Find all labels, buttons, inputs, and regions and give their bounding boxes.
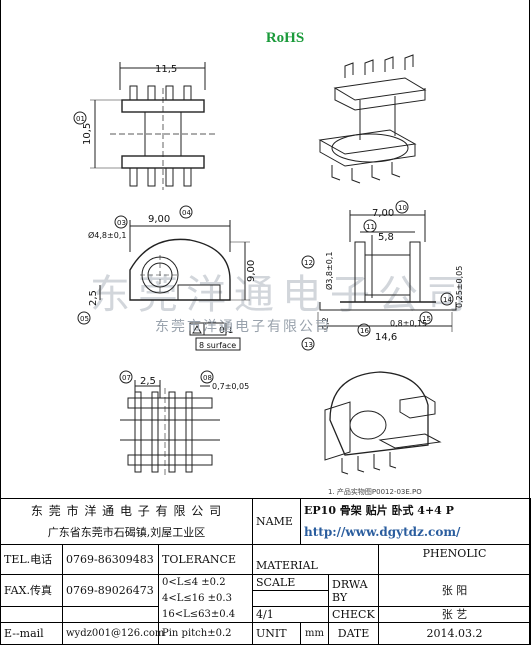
balloon-01: 01 <box>76 115 85 123</box>
checked-by-value: 张 艺 <box>378 606 531 623</box>
flatness-value: 0.1 <box>219 326 233 336</box>
dim-9-00b: 9,00 <box>246 260 257 282</box>
tolerance-row-4: Pin pitch±0.2 <box>157 622 254 645</box>
name-label: NAME <box>256 515 293 528</box>
product-name: EP10 骨架 贴片 卧式 4+4 P <box>304 504 454 517</box>
view-side-left <box>77 205 250 351</box>
balloon-11: 11 <box>366 223 375 231</box>
dim-0-8: 0,8±0,15 <box>390 319 427 328</box>
balloon-12: 12 <box>304 259 313 267</box>
website-link[interactable]: http://www.dgytdz.com/ <box>304 525 461 539</box>
title-block: 东 莞 市 洋 通 电 子 有 限 公 司 广东省东莞市石碣镇,刘屋工业区 NA… <box>0 498 531 645</box>
view-front-top <box>73 62 215 190</box>
dim-0-2: 0,2 <box>321 317 330 330</box>
blank-cell-a <box>0 606 63 623</box>
balloon-07: 07 <box>122 374 131 382</box>
scale-label: SCALE <box>252 574 330 591</box>
dim-0-25: 0,25±0,05 <box>455 266 464 308</box>
dim-14-6: 14,6 <box>375 332 397 343</box>
email-value[interactable]: wydz001@126.com <box>62 622 164 645</box>
blank-cell-b <box>62 606 159 623</box>
dim-0-7: 0,7±0,05 <box>212 382 249 391</box>
unit-label: UNIT <box>252 622 302 645</box>
tel-label: TEL.电话 <box>0 544 63 575</box>
balloon-05: 05 <box>80 315 89 323</box>
watermark-small: 东莞市洋通电子有限公司 <box>155 319 331 335</box>
drawn-by-label: DRWA BY <box>328 574 380 607</box>
scale-value: 4/1 <box>252 606 330 623</box>
balloon-10: 10 <box>398 204 407 212</box>
rohs-label: RoHS <box>265 30 305 46</box>
tolerance-row-2: 4<L≤16 ±0.3 <box>157 590 254 607</box>
check-label: CHECK <box>328 606 380 623</box>
balloon-03: 03 <box>117 219 126 227</box>
company-name: 东 莞 市 洋 通 电 子 有 限 公 司 <box>30 503 223 518</box>
dim-diameter-4-8: Ø4,8±0,1 <box>88 230 126 240</box>
company-cell: 东 莞 市 洋 通 电 子 有 限 公 司 广东省东莞市石碣镇,刘屋工业区 <box>0 498 254 545</box>
tel-value: 0769-86309483 <box>62 544 159 575</box>
view-isometric-bottom <box>324 371 442 475</box>
technical-drawing: 11,5 10,5 01 9,00 9,00 Ø4,8±0,1 2,5 0.1 <box>73 54 464 496</box>
name-label-cell: NAME <box>252 498 302 545</box>
drawing-caption: 1. 产品实物图P0012-03E.PO <box>328 487 422 496</box>
dim-10-5: 10,5 <box>82 123 93 145</box>
dim-5-8: 5,8 <box>378 232 394 243</box>
fax-value: 0769-89026473 <box>62 574 159 607</box>
date-label: DATE <box>328 622 380 645</box>
material-value: PHENOLIC <box>378 544 531 575</box>
view-side-right <box>301 200 457 351</box>
email-label: E--mail <box>0 622 63 645</box>
fax-label: FAX.传真 <box>0 574 63 607</box>
material-label: MATERIAL <box>252 544 380 575</box>
company-address: 广东省东莞市石碣镇,刘屋工业区 <box>47 525 206 539</box>
dim-11-5: 11,5 <box>155 64 177 75</box>
tolerance-row-1: 0<L≤4 ±0.2 <box>157 574 254 591</box>
product-cell: EP10 骨架 贴片 卧式 4+4 P http://www.dgytdz.co… <box>300 498 531 545</box>
balloon-08: 08 <box>203 374 212 382</box>
balloon-15: 15 <box>422 315 431 323</box>
scale-spacer <box>252 590 330 607</box>
balloon-04: 04 <box>182 209 191 217</box>
view-isometric-top <box>318 54 427 184</box>
dim-9-00a: 9,00 <box>148 214 170 225</box>
tolerance-label: TOLERANCE <box>157 544 254 575</box>
drawn-by-value: 张 阳 <box>378 574 531 607</box>
balloon-16: 16 <box>360 327 369 335</box>
balloon-14: 14 <box>443 296 452 304</box>
dim-diameter-3-8: Ø3,8±0,1 <box>324 252 334 290</box>
dim-2-5a: 2,5 <box>88 290 99 306</box>
flatness-note: 8 surface <box>199 341 236 350</box>
view-bottom-pins <box>119 370 220 478</box>
balloon-13: 13 <box>304 341 313 349</box>
date-value: 2014.03.2 <box>378 622 531 645</box>
unit-value: mm <box>300 622 330 645</box>
dim-7-00: 7,00 <box>372 208 394 219</box>
dim-2-5b: 2,5 <box>140 376 156 387</box>
tolerance-row-3: 16<L≤63±0.4 <box>157 606 254 623</box>
